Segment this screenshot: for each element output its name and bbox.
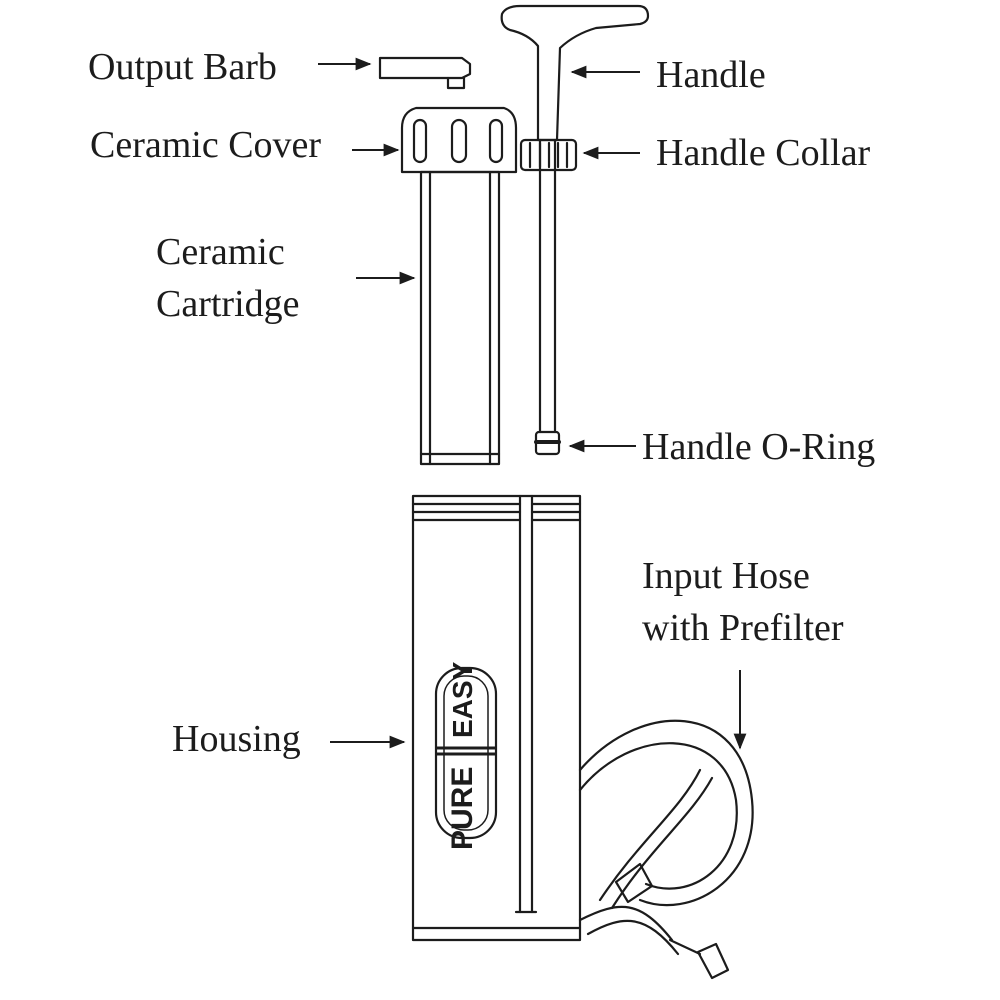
- ceramic-cover-part: [400, 106, 518, 174]
- logo-word-easy: EASY: [447, 661, 478, 738]
- label-output-barb: Output Barb: [88, 46, 277, 88]
- label-ceramic-cover: Ceramic Cover: [90, 124, 322, 166]
- ceramic-cartridge-part: [419, 170, 501, 466]
- pure-easy-logo: PURE EASY: [434, 661, 498, 850]
- logo-word-pure: PURE: [446, 767, 479, 850]
- label-housing: Housing: [172, 718, 301, 760]
- leader-arrows: [318, 57, 747, 750]
- label-ceramic-cartridge-line2: Cartridge: [156, 283, 300, 325]
- label-handle: Handle: [656, 54, 766, 96]
- housing-part: [411, 494, 582, 942]
- input-hose-part: [578, 719, 754, 980]
- output-barb-part: [378, 56, 472, 90]
- label-ceramic-cartridge-line1: Ceramic: [156, 231, 285, 273]
- label-handle-o-ring: Handle O-Ring: [642, 426, 876, 468]
- label-input-hose: Input Hose with Prefilter: [642, 550, 844, 654]
- label-ceramic-cartridge: Ceramic Cartridge: [156, 226, 300, 330]
- handle-part: [500, 4, 650, 434]
- label-handle-collar: Handle Collar: [656, 132, 871, 174]
- handle-o-ring-part: [534, 430, 561, 456]
- label-input-hose-line2: with Prefilter: [642, 607, 844, 649]
- handle-collar-part: [519, 138, 578, 172]
- label-input-hose-line1: Input Hose: [642, 555, 810, 597]
